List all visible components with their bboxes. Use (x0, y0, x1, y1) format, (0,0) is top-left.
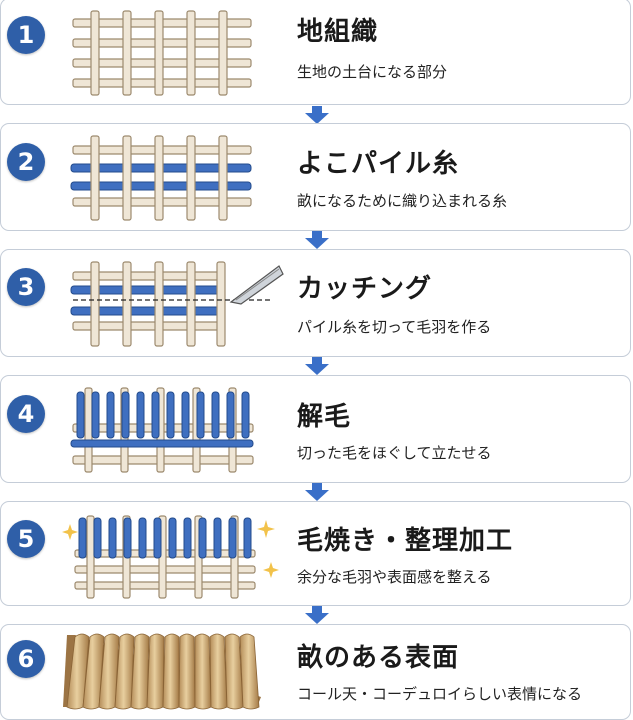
step-description: 切った毛をほぐして立たせる (297, 444, 492, 462)
step-card-4: 4 解毛 切った毛をほぐして立たせる (0, 375, 631, 483)
step-number-badge: 6 (7, 640, 45, 678)
step-title: 解毛 (297, 402, 352, 432)
step-title: 毛焼き・整理加工 (297, 526, 514, 556)
step-description: 余分な毛羽や表面感を整える (297, 568, 492, 586)
step-number-badge: 1 (7, 16, 45, 54)
step-number-badge: 2 (7, 143, 45, 181)
weft-pile-yarn-icon (70, 135, 252, 221)
down-arrow-icon (305, 106, 329, 124)
step-title: カッチング (297, 274, 433, 304)
step-number-badge: 5 (7, 520, 45, 558)
step-title: 地組織 (297, 17, 379, 47)
ground-weave-icon (72, 10, 252, 96)
step-description: 畝になるために織り込まれる糸 (297, 192, 508, 210)
finishing-sparkle-icon (62, 515, 279, 599)
down-arrow-icon (305, 606, 329, 624)
step-description: パイル糸を切って毛羽を作る (297, 318, 492, 336)
step-card-2: 2 よこパイル糸 畝になるために織り込まれる糸 (0, 123, 631, 231)
step-card-1: 1 地組織 生地の土台になる部分 (0, 0, 631, 105)
step-card-6: 6 畝のある表面 コール天・コーデュロイらしい表情になる (0, 624, 631, 720)
raised-pile-icon (70, 387, 254, 473)
step-title: よこパイル糸 (297, 149, 460, 179)
down-arrow-icon (305, 483, 329, 501)
corduroy-surface-icon (63, 633, 261, 710)
cutting-blade-icon (70, 261, 284, 347)
step-number-badge: 4 (7, 395, 45, 433)
step-description: 生地の土台になる部分 (297, 63, 448, 81)
step-description: コール天・コーデュロイらしい表情になる (297, 685, 583, 703)
step-card-3: 3 カッチング パイル糸を切って毛羽を作る (0, 249, 631, 357)
down-arrow-icon (305, 231, 329, 249)
step-title: 畝のある表面 (297, 643, 460, 673)
down-arrow-icon (305, 357, 329, 375)
step-card-5: 5 (0, 501, 631, 606)
step-number-badge: 3 (7, 268, 45, 306)
